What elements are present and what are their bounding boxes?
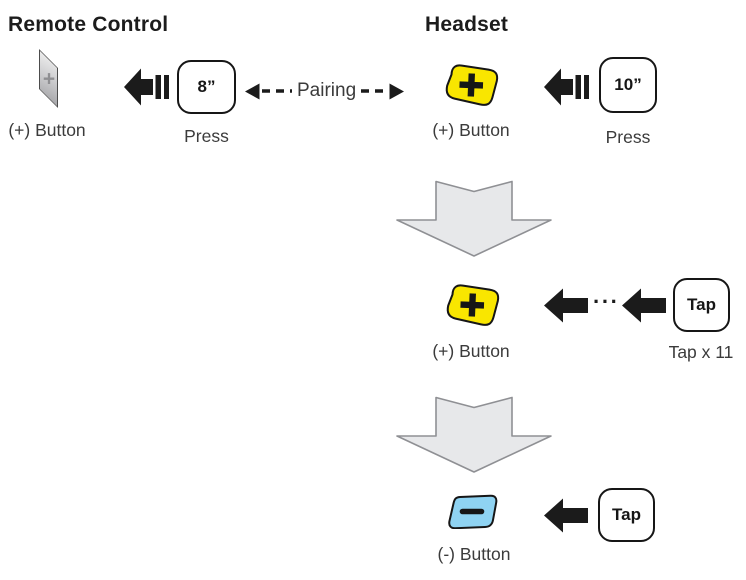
tap-arrow-icon (544, 498, 588, 533)
plus-icon (459, 73, 484, 97)
headset-plus-button-label: (+) Button (432, 341, 510, 361)
tap-key-button: Tap (673, 278, 730, 332)
dash-line (262, 89, 292, 93)
pairing-connector: Pairing (245, 80, 405, 101)
remote-press-caption: Press (184, 126, 229, 146)
headset-plus-button (442, 62, 500, 108)
tap-arrow-icon (544, 288, 588, 323)
headset-minus-button-label: (-) Button (437, 544, 511, 564)
remote-plus-button: + (39, 49, 58, 108)
headset-plus-button (443, 282, 501, 328)
dash-line (361, 89, 388, 93)
dashed-arrow-left-icon (245, 83, 260, 100)
headset-plus-button-label: (+) Button (432, 120, 510, 140)
plus-glyph: + (42, 67, 55, 90)
remote-plus-button-label: (+) Button (8, 120, 86, 140)
dashed-arrow-right-icon (389, 83, 405, 100)
tap-arrow-icon (622, 288, 666, 323)
headset-minus-button (446, 494, 498, 529)
pairing-label: Pairing (297, 80, 357, 101)
headset-heading: Headset (425, 13, 509, 36)
remote-key-8inch: 8” (177, 60, 236, 114)
headset-key-10inch: 10” (599, 57, 657, 113)
plus-icon (460, 293, 485, 317)
press-hold-arrow-icon (544, 67, 589, 107)
headset-press-caption: Press (605, 127, 651, 147)
step-down-arrow-icon (394, 396, 554, 474)
repeat-ellipsis: ··· (593, 289, 620, 314)
tap-count-caption: Tap x 11 (668, 342, 734, 362)
remote-control-heading: Remote Control (8, 13, 169, 36)
press-hold-arrow-icon (124, 67, 169, 107)
tap-key-button: Tap (598, 488, 655, 542)
step-down-arrow-icon (394, 180, 554, 258)
